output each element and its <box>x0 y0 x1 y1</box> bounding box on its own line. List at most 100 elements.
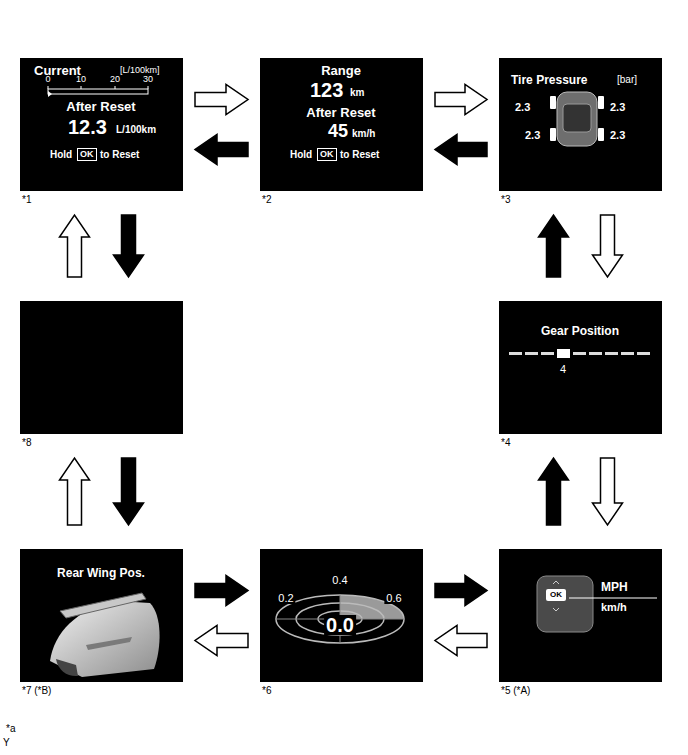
screen-text: 2.3 <box>610 130 625 141</box>
block-arrow <box>435 85 487 115</box>
callout-number: *8 <box>22 438 31 448</box>
screen-text: Rear Wing Pos. <box>57 567 145 579</box>
display-screen: Gear Position4*4 <box>499 301 662 434</box>
screen-text: 45 <box>328 122 348 140</box>
gear-segment <box>621 352 634 355</box>
block-arrow <box>435 576 487 606</box>
screen-text: km/h <box>352 129 375 139</box>
screen-text: 30 <box>143 75 153 84</box>
screen-text: OK <box>546 589 566 601</box>
screen-text: to Reset <box>340 150 379 160</box>
gear-segment <box>637 352 650 355</box>
car-cabin <box>563 104 591 132</box>
display-screen: *8 <box>20 301 183 434</box>
display-screen: Range123kmAfter Reset45km/hHoldOKto Rese… <box>260 58 423 191</box>
screen-text: 0.2 <box>276 593 295 604</box>
gear-segment <box>573 352 586 355</box>
block-arrow <box>195 85 248 115</box>
gear-segment <box>605 352 618 355</box>
tire <box>598 96 604 109</box>
block-arrow <box>195 135 248 165</box>
block-arrow <box>539 458 569 525</box>
screen-text: 123 <box>310 80 343 100</box>
gear-segment <box>589 352 602 355</box>
callout-number: *4 <box>501 438 510 448</box>
block-arrow <box>114 458 144 525</box>
screen-text: Gear Position <box>541 325 619 337</box>
block-arrow <box>435 135 487 165</box>
display-screen: 0.40.20.60.0*6 <box>260 549 423 682</box>
screen-graphic <box>499 549 662 682</box>
block-arrow <box>195 576 248 606</box>
screen-text: Range <box>321 64 361 77</box>
block-arrow <box>593 215 623 277</box>
tire <box>550 96 556 109</box>
callout-number: *1 <box>22 195 31 205</box>
gauge-tick <box>115 86 116 89</box>
screen-text: 0.4 <box>330 575 349 586</box>
figure-label: *a <box>6 724 15 734</box>
screen-text: 2.3 <box>525 130 540 141</box>
screen-graphic <box>499 301 662 434</box>
screen-text: 12.3 <box>68 117 107 137</box>
gauge-tick <box>148 86 149 89</box>
block-arrow <box>593 458 623 525</box>
tire <box>550 128 556 141</box>
block-arrow <box>60 458 90 525</box>
screen-text: [L/100km] <box>120 66 160 75</box>
display-screen: Tire Pressure[bar]2.32.32.32.3*3 <box>499 58 662 191</box>
up-chevron <box>553 581 559 584</box>
down-chevron <box>553 608 559 611</box>
block-arrow <box>195 626 248 656</box>
gauge-tick <box>48 86 49 89</box>
screen-text: MPH <box>601 581 628 593</box>
screen-text: Hold <box>290 150 312 160</box>
car-body <box>557 92 597 146</box>
gauge-marker <box>48 91 52 97</box>
screen-text: After Reset <box>66 100 135 113</box>
wheel <box>56 659 78 676</box>
tire <box>598 128 604 141</box>
screen-text: OK <box>317 148 337 161</box>
switch-panel <box>537 576 593 632</box>
callout-number: *6 <box>262 686 271 696</box>
callout-number: *3 <box>501 195 510 205</box>
screen-text: L/100km <box>116 125 156 135</box>
callout-number: *7 (*B) <box>22 686 51 696</box>
screen-text: OK <box>77 148 97 161</box>
screen-text: After Reset <box>306 106 375 119</box>
gear-indicator <box>557 349 570 358</box>
screen-text: km/h <box>601 602 627 613</box>
display-screen: OKMPHkm/h*5 (*A) <box>499 549 662 682</box>
screen-text: 0.6 <box>384 593 403 604</box>
gear-segment <box>509 352 522 355</box>
screen-text: to Reset <box>100 150 139 160</box>
figure-label: Y <box>3 738 10 748</box>
screen-graphic <box>20 301 183 434</box>
tail-light <box>86 637 132 650</box>
screen-text: 2.3 <box>515 102 530 113</box>
screen-text: Hold <box>50 150 72 160</box>
gear-segment <box>541 352 554 355</box>
block-arrow <box>539 215 569 277</box>
block-arrow <box>60 215 90 277</box>
callout-number: *2 <box>262 195 271 205</box>
callout-number: *5 (*A) <box>501 686 530 696</box>
screen-text: [bar] <box>617 75 637 85</box>
screen-text: Current <box>34 64 81 77</box>
screen-text: 0 <box>45 75 50 84</box>
screen-text: 4 <box>560 364 566 375</box>
screen-text: 10 <box>76 75 86 84</box>
screen-text: Tire Pressure <box>511 74 588 86</box>
gauge-tick <box>81 86 82 89</box>
rear-wing <box>60 593 146 618</box>
screen-text: 0.0 <box>324 615 356 635</box>
leader-line <box>569 598 657 599</box>
display-screen: Current [L/100km] 0 10 20 30After Reset 12.3 L/… <box>20 58 183 191</box>
block-arrow <box>114 215 144 277</box>
screen-text: 2.3 <box>610 102 625 113</box>
screen-text: 20 <box>110 75 120 84</box>
display-screen: Rear Wing Pos.*7 (*B) <box>20 549 183 682</box>
block-arrow <box>435 626 487 656</box>
